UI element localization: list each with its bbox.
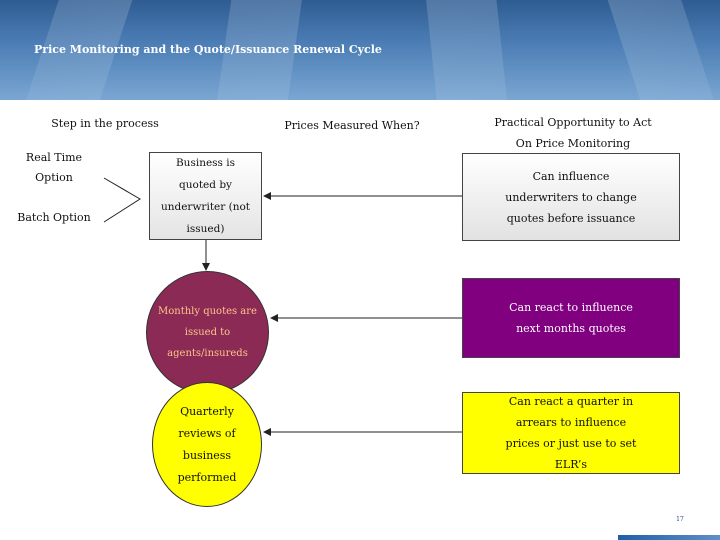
quarterly-step-text: Quarterly reviews of business performed xyxy=(177,404,237,484)
batch-option: Batch Option xyxy=(17,211,91,224)
practical-column-heading: Practical Opportunity to Act On Price Mo… xyxy=(478,112,668,154)
monthly-opportunity-box: Can react to influence next months quote… xyxy=(462,278,680,358)
page-number: 17 xyxy=(676,516,684,523)
page-title: Price Monitoring and the Quote/Issuance … xyxy=(34,43,382,56)
step-column-heading: Step in the process xyxy=(51,117,159,130)
practical-heading-line2: On Price Monitoring xyxy=(515,137,631,150)
merge-chevron xyxy=(103,177,141,223)
monthly-step-text: Monthly quotes are issued to agents/insu… xyxy=(158,306,257,359)
monthly-opportunity-text: Can react to influence next months quote… xyxy=(509,301,633,335)
influence-opportunity-text: Can influence underwriters to change quo… xyxy=(505,169,637,225)
quarterly-opportunity-box: Can react a quarter in arrears to influe… xyxy=(462,392,680,474)
footer-accent-bar xyxy=(618,535,720,540)
header-banner: Price Monitoring and the Quote/Issuance … xyxy=(0,0,720,100)
practical-heading-line1: Practical Opportunity to Act xyxy=(494,116,652,129)
monthly-step-circle: Monthly quotes are issued to agents/insu… xyxy=(146,271,269,394)
quarterly-opportunity-text: Can react a quarter in arrears to influe… xyxy=(505,395,637,471)
real-time-option: Real Time Option xyxy=(25,151,83,184)
prices-column-heading: Prices Measured When? xyxy=(284,119,420,132)
quoted-step-box: Business is quoted by underwriter (not i… xyxy=(149,152,262,240)
quarterly-step-circle: Quarterly reviews of business performed xyxy=(152,382,262,507)
quoted-step-text: Business is quoted by underwriter (not i… xyxy=(160,157,251,235)
influence-opportunity-box: Can influence underwriters to change quo… xyxy=(462,153,680,241)
